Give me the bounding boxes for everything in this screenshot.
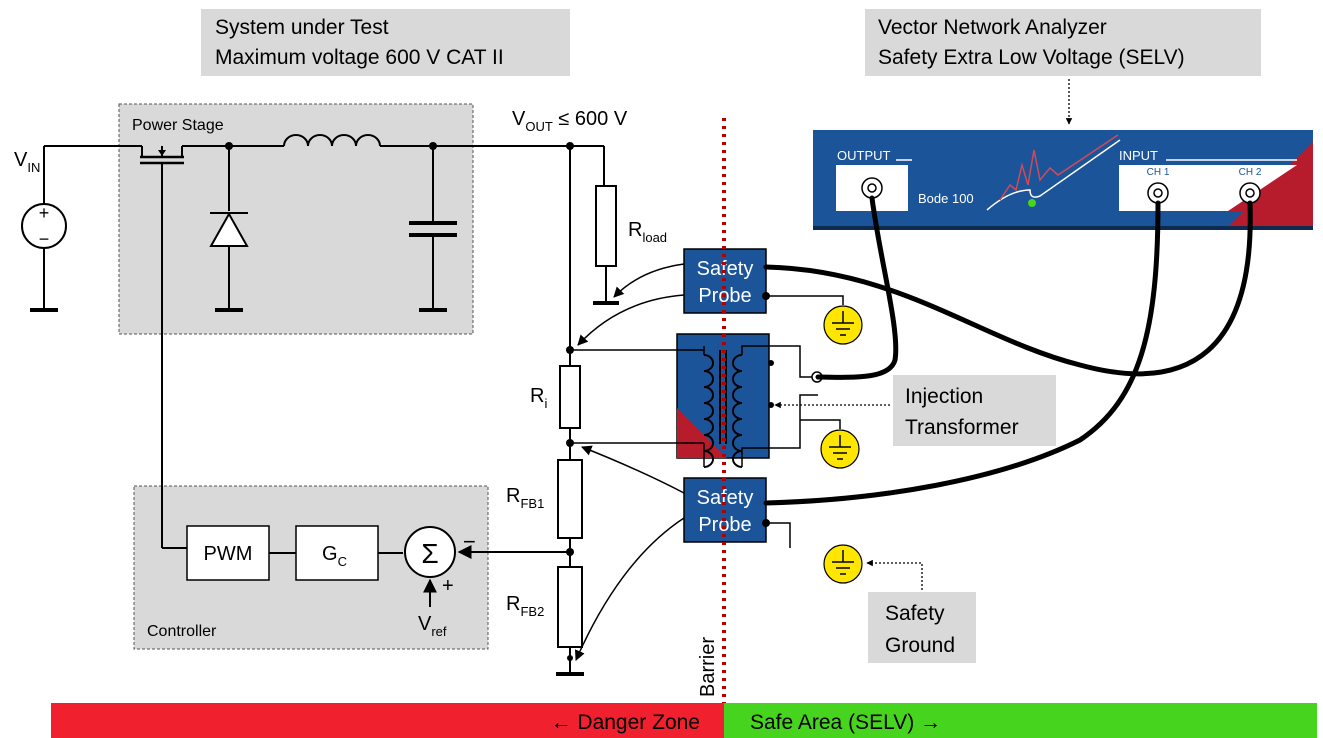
probe-bottom-line2: Probe: [698, 514, 751, 536]
vref-label: Vref: [418, 613, 447, 639]
probe-top-line1: Safety: [697, 258, 754, 280]
rload-label: Rload: [628, 219, 667, 245]
sum-symbol: Σ: [421, 538, 438, 569]
safety-ground-label-box: Safety Ground: [868, 592, 976, 663]
bode-100-analyzer: OUTPUT Bode 100 INPUT CH 1 CH 2: [813, 130, 1313, 230]
gc-label: GC: [322, 543, 347, 569]
injection-transformer-label-box: Injection Transformer: [893, 375, 1056, 446]
controller-label: Controller: [147, 623, 217, 640]
gc-block: GC: [295, 525, 379, 581]
vna-subtitle: Safety Extra Low Voltage (SELV): [878, 46, 1185, 69]
ch2-cable: [763, 200, 1253, 377]
safety-ground-bottom: [823, 544, 863, 584]
output-cable: [815, 195, 899, 380]
ri-label: Ri: [530, 385, 547, 411]
vout-label: VOUT ≤ 600 V: [512, 108, 628, 134]
probe-bottom-line1: Safety: [697, 487, 754, 509]
output-label: OUTPUT: [837, 148, 891, 163]
pwm-block: PWM: [186, 525, 270, 581]
input-label: INPUT: [1119, 148, 1158, 163]
barrier-label: Barrier: [697, 637, 719, 697]
injection-transformer: [676, 333, 818, 468]
power-stage-panel: Power Stage: [118, 103, 474, 335]
injection-resistor: [559, 365, 581, 429]
sut-subtitle: Maximum voltage 600 V CAT II: [215, 46, 504, 69]
freewheeling-diode: [209, 146, 249, 312]
sum-minus-sign: −: [463, 529, 476, 554]
power-stage-label: Power Stage: [132, 117, 224, 134]
sum-plus-sign: +: [442, 575, 454, 597]
safety-ground-line1: Safety: [885, 602, 945, 625]
system-under-test-box: System under Test Maximum voltage 600 V …: [201, 9, 570, 76]
safe-area-bar: [724, 703, 1317, 738]
safety-ground-top: [823, 305, 863, 345]
vin-label: VIN: [14, 149, 40, 175]
output-capacitor: [409, 146, 457, 312]
ch2-label: CH 2: [1239, 167, 1262, 178]
input-voltage-source: + −: [21, 146, 67, 312]
rfb2-label: RFB2: [506, 593, 544, 619]
safe-area-label: Safe Area (SELV) →: [750, 711, 941, 734]
safety-ground-line2: Ground: [885, 634, 955, 657]
ch1-cable: [763, 200, 1161, 506]
source-minus: −: [39, 229, 50, 249]
ch1-label: CH 1: [1147, 167, 1170, 178]
safety-ground-mid: [820, 429, 860, 469]
pwm-label: PWM: [204, 543, 253, 565]
summing-junction: Σ: [404, 526, 456, 578]
feedback-resistor-2: [557, 566, 583, 648]
mosfet-switch: [140, 146, 184, 548]
load-resistor: [595, 185, 617, 267]
vna-title-box: Vector Network Analyzer Safety Extra Low…: [865, 9, 1261, 76]
injection-line2: Transformer: [905, 416, 1019, 439]
vna-title: Vector Network Analyzer: [878, 16, 1107, 39]
injection-line1: Injection: [905, 385, 983, 408]
danger-zone-label: ← Danger Zone: [551, 711, 700, 734]
danger-zone-bar: [51, 703, 724, 738]
model-label: Bode 100: [918, 191, 974, 206]
inductor: [283, 134, 381, 147]
sut-title: System under Test: [215, 16, 389, 39]
source-plus: +: [39, 203, 50, 223]
feedback-resistor-1: [557, 459, 583, 539]
rfb1-label: RFB1: [506, 485, 544, 511]
